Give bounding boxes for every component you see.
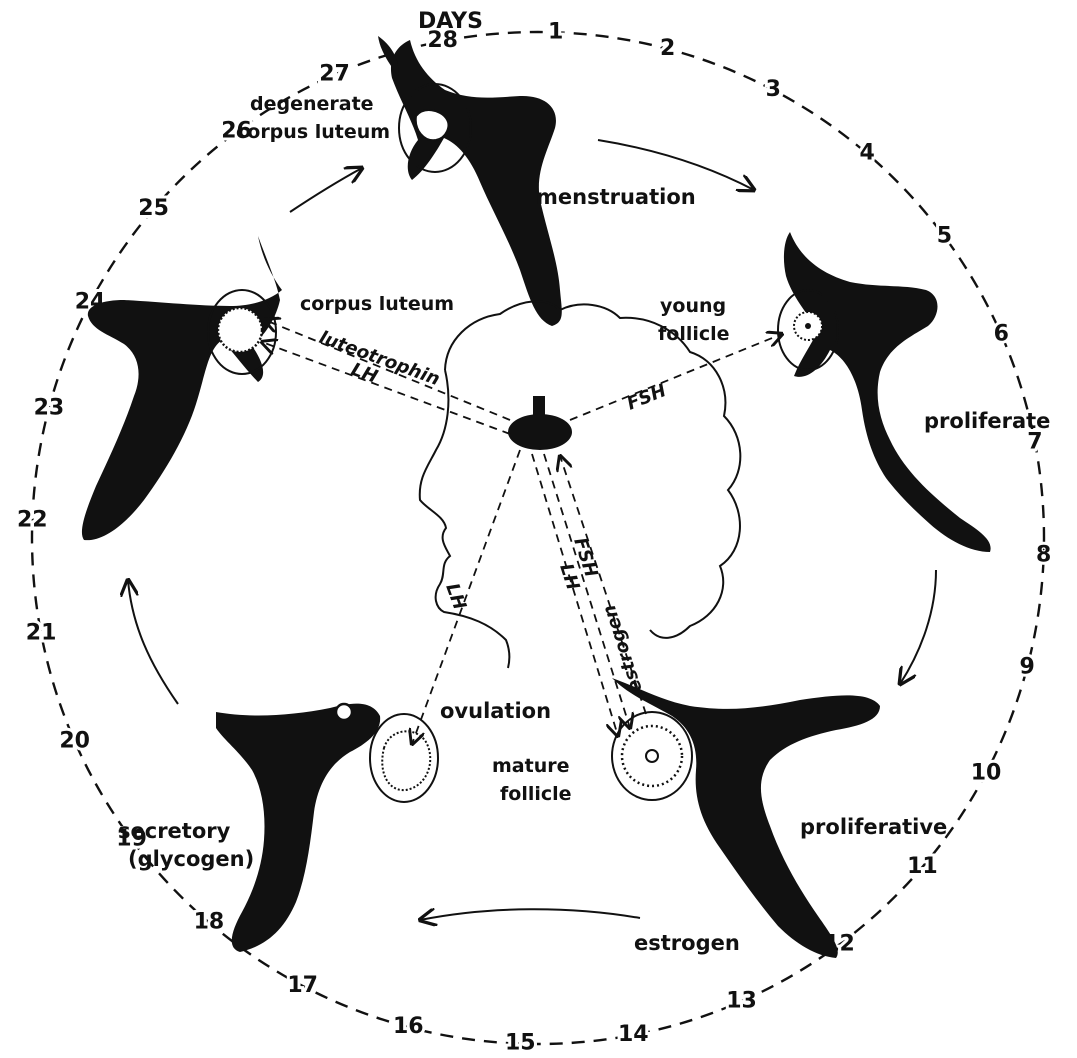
day-label-5: 5 (937, 224, 952, 249)
uterus-corpus-luteum (82, 236, 282, 540)
label-corpus-luteum: corpus luteum (300, 293, 454, 315)
day-label-25: 25 (138, 196, 169, 221)
days-title: DAYS (418, 9, 483, 34)
label-degenerate: degenerate (250, 93, 374, 115)
ovary-mature-follicle (612, 712, 692, 800)
arrow-estrogen (420, 909, 640, 920)
day-label-8: 8 (1036, 543, 1051, 568)
label-degenerate-corpus-luteum: corpus luteum (236, 121, 390, 143)
day-label-16: 16 (393, 1014, 424, 1039)
label-secretory: secretory (118, 819, 231, 843)
day-label-18: 18 (194, 909, 225, 934)
label-mature-follicle: follicle (500, 783, 572, 805)
day-label-2: 2 (660, 36, 675, 61)
day-label-14: 14 (618, 1022, 649, 1047)
arrow-secretory-to-luteum (128, 580, 178, 704)
day-label-4: 4 (859, 141, 874, 166)
label-proliferative: proliferative (800, 815, 947, 839)
label-glycogen: (glycogen) (128, 847, 254, 871)
uterus-menstruation (391, 40, 562, 326)
day-label-13: 13 (726, 988, 757, 1013)
day-label-6: 6 (994, 322, 1009, 347)
label-estrogen-feedback: estrogen (599, 602, 647, 695)
label-lh-center: LH (441, 581, 470, 613)
day-label-11: 11 (907, 854, 938, 879)
uterus-secretory (216, 704, 380, 952)
day-label-21: 21 (26, 620, 57, 645)
day-label-17: 17 (287, 973, 318, 998)
label-estrogen: estrogen (634, 931, 740, 955)
arrow-luteum-to-menstruation (290, 168, 362, 212)
day-label-20: 20 (59, 729, 90, 754)
label-proliferate: proliferate (924, 409, 1050, 433)
uterus-proliferate (784, 232, 991, 552)
label-ovulation: ovulation (440, 699, 551, 723)
day-label-9: 9 (1019, 655, 1034, 680)
day-label-15: 15 (505, 1031, 536, 1056)
lh-arrow-follicle (532, 454, 618, 736)
day-label-3: 3 (766, 77, 781, 102)
label-luteotrophin: luteotrophin (316, 327, 442, 390)
label-fsh: FSH (624, 380, 669, 415)
day-label-23: 23 (34, 395, 65, 420)
fsh-arrow-follicle (544, 454, 630, 728)
arrow-menstruation-to-proliferate (598, 140, 754, 190)
day-label-27: 27 (319, 62, 350, 87)
day-label-7: 7 (1027, 430, 1042, 455)
label-young-follicle: follicle (658, 323, 730, 345)
pituitary-stalk (533, 396, 545, 422)
day-label-10: 10 (971, 760, 1002, 785)
label-mature: mature (492, 755, 569, 777)
day-label-1: 1 (548, 19, 563, 44)
day-label-22: 22 (17, 507, 48, 532)
label-menstruation: menstruation (536, 185, 696, 209)
fsh-arrow-right (570, 334, 782, 420)
head-outline (445, 301, 740, 638)
label-young: young (660, 295, 726, 317)
arrow-proliferate-to-proliferative (900, 570, 936, 684)
